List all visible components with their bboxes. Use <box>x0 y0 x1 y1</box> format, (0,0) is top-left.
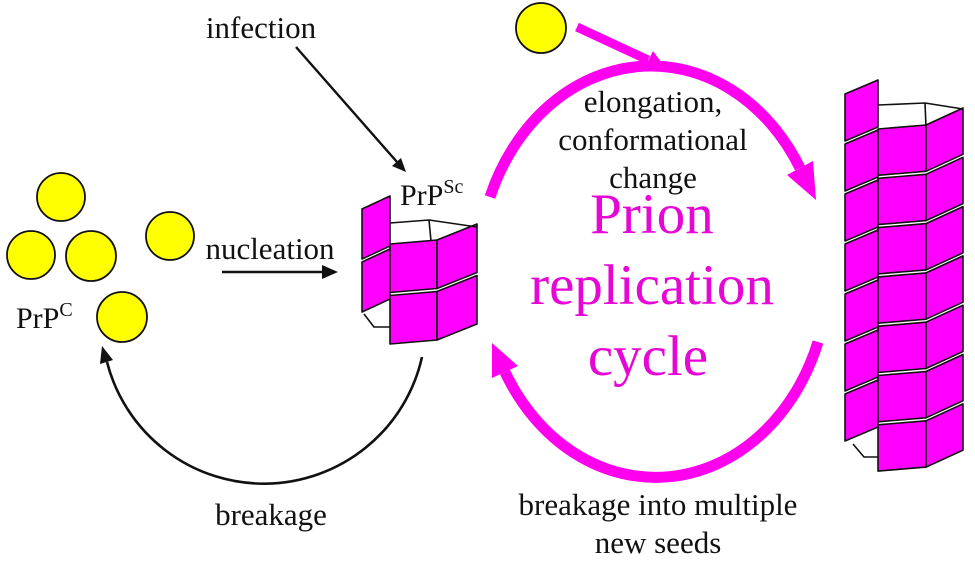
box-front-face <box>877 173 927 226</box>
box-right-face <box>436 223 478 290</box>
elongation-line2: conformational <box>558 122 747 157</box>
cycle-title-line1: Prion <box>590 183 714 246</box>
breakage-arc-arrow <box>105 356 424 485</box>
infection-arrowhead-icon <box>392 158 406 172</box>
prpc-circle <box>96 291 148 343</box>
black-arrows <box>100 46 424 485</box>
box-front-face <box>877 124 927 177</box>
cycle-arrows <box>484 22 824 483</box>
box-front-face <box>877 370 927 423</box>
prpsc-label: PrPSc <box>400 176 463 212</box>
box-right-face <box>925 156 964 222</box>
infection-label: infection <box>206 10 317 45</box>
cycle-title: Prion replication cycle <box>530 183 774 388</box>
box-edge-line <box>363 313 390 328</box>
box-front-face <box>877 321 927 374</box>
box-back-face <box>361 248 391 313</box>
infecting-seed-circle <box>515 2 567 54</box>
breakage-seeds-line2: new seeds <box>595 525 722 560</box>
box-edge-line <box>852 443 878 458</box>
prpc-circle <box>65 230 117 282</box>
infection-arrow <box>295 46 398 163</box>
prpc-label: PrPC <box>16 299 73 335</box>
box-front-face <box>389 290 438 345</box>
prpc-circle <box>36 172 86 222</box>
box-edge-line <box>428 219 432 242</box>
prpsc-seed-stack <box>361 195 478 345</box>
box-edge-line <box>389 219 478 228</box>
box-front-face <box>877 419 927 472</box>
box-right-face <box>925 107 964 173</box>
box-back-face <box>844 79 879 142</box>
elongation-line3: change <box>609 160 697 195</box>
breakage-arrowhead-icon <box>100 346 113 364</box>
cycle-bottom-arc <box>500 340 824 483</box>
box-front-face <box>877 272 927 325</box>
elongation-line1: elongation, <box>584 84 723 119</box>
box-right-face <box>925 353 964 419</box>
box-right-face <box>925 304 964 370</box>
cycle-entry-line <box>575 22 650 65</box>
nucleation-label: nucleation <box>205 231 335 266</box>
prion-fibril-stack <box>844 79 964 472</box>
box-right-face <box>925 255 964 321</box>
box-edge-line <box>877 102 964 110</box>
box-right-face <box>436 274 478 341</box>
box-front-face <box>389 239 438 294</box>
cycle-top-arrowhead-icon <box>787 161 816 200</box>
breakage-seeds-line1: breakage into multiple <box>519 487 798 522</box>
cycle-top-arc <box>484 60 805 199</box>
cycle-entry-arrowhead-icon <box>643 51 667 71</box>
elongation-label: elongation, conformational change <box>558 84 747 195</box>
box-right-face <box>925 402 964 468</box>
cycle-title-line3: cycle <box>588 325 708 388</box>
box-back-face <box>361 195 391 260</box>
breakage-label: breakage <box>215 497 327 532</box>
breakage-seeds-label: breakage into multiple new seeds <box>519 487 798 560</box>
prpc-monomer-circles <box>6 2 567 343</box>
nucleation-arrowhead-icon <box>322 265 338 279</box>
box-back-face <box>844 129 879 192</box>
prpc-circle <box>145 211 195 261</box>
box-right-face <box>925 205 964 271</box>
cycle-bottom-arrowhead-icon <box>492 343 518 378</box>
prpc-circle <box>6 230 56 280</box>
box-edge-line <box>924 102 927 128</box>
cycle-title-line2: replication <box>530 254 774 317</box>
box-front-face <box>877 222 927 275</box>
